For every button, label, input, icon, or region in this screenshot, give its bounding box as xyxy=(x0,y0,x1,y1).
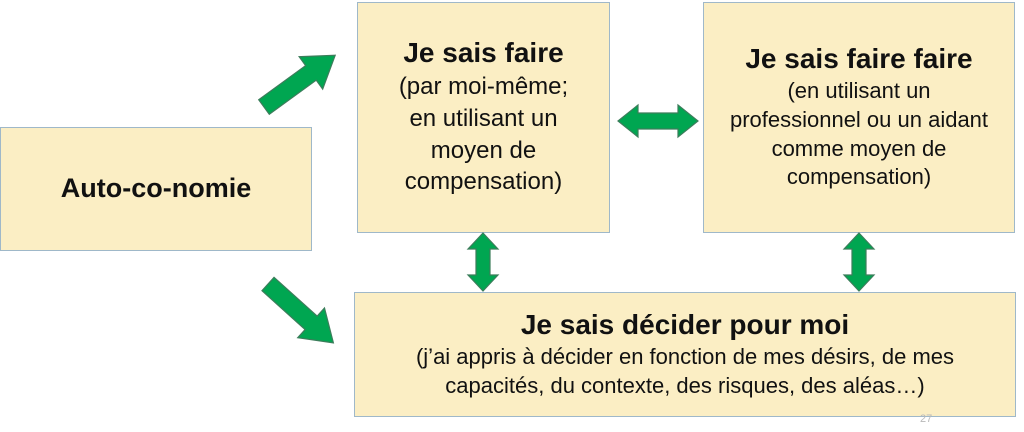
page-number: 27 xyxy=(920,413,933,425)
box-je-sais-faire-faire-title: Je sais faire faire xyxy=(745,43,973,75)
arrow-down-right-icon xyxy=(261,276,335,344)
text-line: professionnel ou un aidant xyxy=(729,107,989,132)
double-arrow-vertical-icon xyxy=(466,232,500,292)
text-line: compensation) xyxy=(404,168,563,196)
box-je-sais-faire-faire-text: (en utilisant un professionnel ou un aid… xyxy=(730,77,988,191)
text-line: (en utilisant un xyxy=(787,78,931,104)
box-autoconomie: Auto-co-nomie xyxy=(0,127,312,251)
box-je-sais-faire-title: Je sais faire xyxy=(403,37,564,69)
text-line: capacités, du contexte, des risques, des… xyxy=(445,372,925,398)
double-arrow-vertical-icon xyxy=(842,232,876,292)
box-je-sais-decider-title: Je sais décider pour moi xyxy=(520,308,850,340)
box-je-sais-faire: Je sais faire (par moi-même; en utilisan… xyxy=(357,2,610,233)
arrow-up-right-icon xyxy=(257,54,337,116)
text-line: en utilisant un xyxy=(409,104,558,132)
text-line: compensation) xyxy=(786,164,932,190)
box-je-sais-faire-faire: Je sais faire faire (en utilisant un pro… xyxy=(703,2,1015,233)
text-line: (j’ai appris à décider en fonction de me… xyxy=(415,344,955,369)
box-autoconomie-title: Auto-co-nomie xyxy=(60,173,252,204)
box-je-sais-decider: Je sais décider pour moi (j’ai appris à … xyxy=(354,292,1016,417)
text-line: comme moyen de xyxy=(771,135,947,161)
text-line: moyen de xyxy=(430,136,537,164)
text-line: (par moi-même; xyxy=(398,73,569,101)
box-je-sais-faire-text: (par moi-même; en utilisant un moyen de … xyxy=(399,71,568,198)
box-je-sais-decider-text: (j’ai appris à décider en fonction de me… xyxy=(416,343,954,400)
double-arrow-horizontal-icon xyxy=(617,103,699,139)
